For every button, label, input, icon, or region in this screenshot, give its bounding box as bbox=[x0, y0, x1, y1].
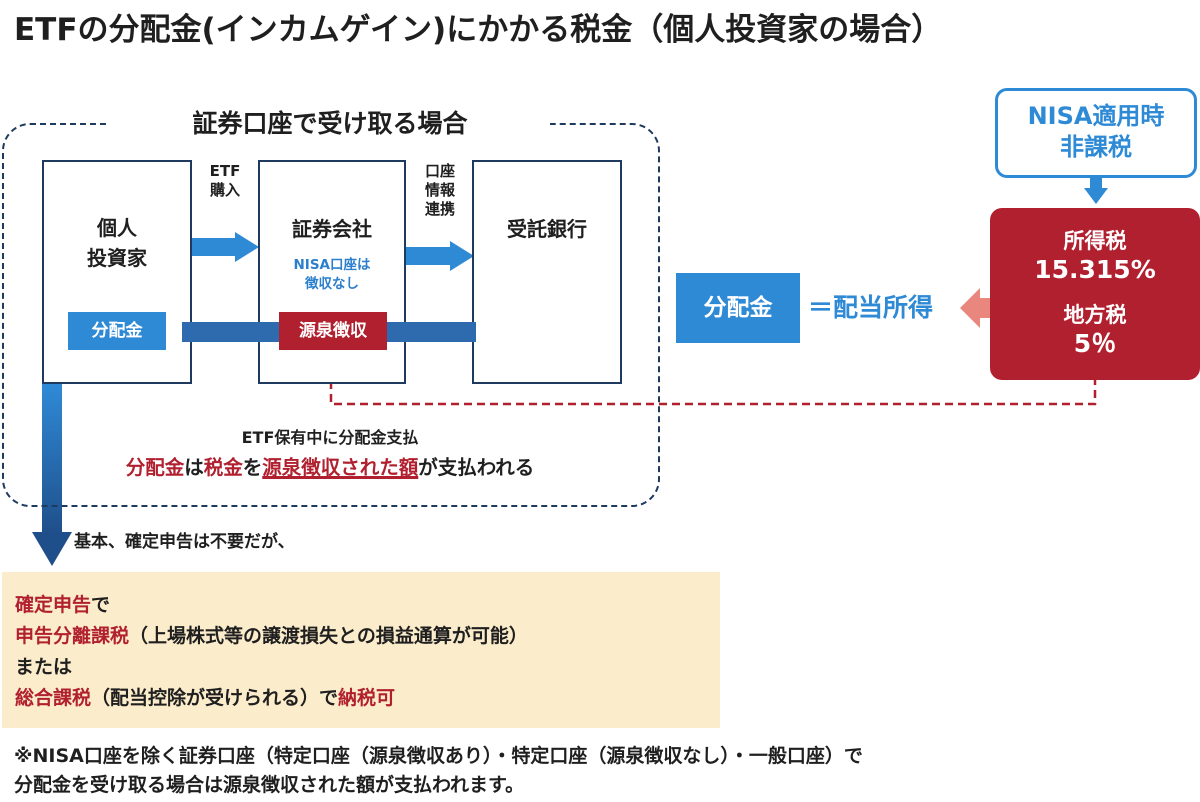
filing-term-comprehensive-taxation: 総合課税 bbox=[15, 687, 92, 709]
filing-term-tax-return: 確定申告 bbox=[15, 594, 92, 616]
payment-note: ETF保有中に分配金支払 bbox=[241, 428, 419, 447]
nisa-tax-exempt-box: NISA適用時 非課税 bbox=[995, 88, 1197, 178]
filing-line-1-rest: で bbox=[91, 594, 111, 616]
payment-statement: 分配金は税金を源泉徴収された額が支払われる bbox=[0, 451, 660, 480]
footnote: ※NISA口座を除く証券口座（特定口座（源泉徴収あり）・特定口座（源泉徴収なし）… bbox=[14, 742, 863, 800]
bank-label: 受託銀行 bbox=[507, 217, 587, 241]
payment-part-wo: を bbox=[242, 456, 263, 479]
nisa-arrow bbox=[1084, 178, 1108, 204]
etf-purchase-arrow bbox=[191, 232, 259, 262]
account-info-arrow bbox=[406, 241, 474, 271]
local-tax-rate: 5％ bbox=[1073, 329, 1117, 358]
dividend-result-chip: 分配金 bbox=[676, 273, 800, 343]
footnote-line-1: ※NISA口座を除く証券口座（特定口座（源泉徴収あり）・特定口座（源泉徴収なし）… bbox=[14, 745, 863, 767]
tax-rate-box: 所得税 15.315% 地方税 5％ bbox=[990, 208, 1200, 380]
payment-part-tax: 税金 bbox=[203, 456, 243, 479]
bank-node: 受託銀行 bbox=[472, 160, 622, 384]
dividend-income-label: ＝配当所得 bbox=[808, 293, 934, 322]
nisa-no-withholding-note: NISA口座は 徴収なし bbox=[293, 257, 371, 292]
footnote-line-2: 分配金を受け取る場合は源泉徴収された額が支払われます。 bbox=[14, 774, 525, 796]
filing-line-3: または bbox=[15, 656, 73, 678]
filing-term-separate-taxation: 申告分離課税 bbox=[15, 625, 130, 647]
broker-label: 証券会社 bbox=[292, 217, 372, 241]
tax-to-income-arrow bbox=[960, 288, 992, 328]
filing-line-4: 総合課税（配当控除が受けられる）で納税可 bbox=[15, 683, 720, 714]
filing-line-4-mid: （配当控除が受けられる）で bbox=[91, 687, 339, 709]
nisa-tax-exempt-label: NISA適用時 非課税 bbox=[1027, 102, 1165, 161]
payment-part-dividend: 分配金 bbox=[125, 456, 185, 479]
tax-filing-box: 確定申告で 申告分離課税（上場株式等の譲渡損失との損益通算が可能） または 総合… bbox=[2, 572, 720, 728]
payment-part-withheld-amount: 源泉徴収された額 bbox=[262, 456, 419, 479]
dividend-chip: 分配金 bbox=[68, 312, 166, 350]
income-tax-rate: 15.315% bbox=[1034, 255, 1156, 284]
filing-line-2-rest: （上場株式等の譲渡損失との損益通算が可能） bbox=[129, 625, 528, 647]
account-info-label: 口座 情報 連携 bbox=[424, 162, 455, 218]
frame-title: 証券口座で受け取る場合 bbox=[110, 104, 550, 144]
etf-purchase-label: ETF 購入 bbox=[209, 162, 241, 199]
filing-line-2: 申告分離課税（上場株式等の譲渡損失との損益通算が可能） bbox=[15, 621, 720, 652]
page-title: ETFの分配金(インカムゲイン)にかかる税金（個人投資家の場合） bbox=[14, 12, 943, 48]
investor-node: 個人 投資家 bbox=[42, 160, 192, 384]
income-tax-label: 所得税 bbox=[1063, 229, 1127, 253]
payment-part-ha: は bbox=[184, 456, 204, 479]
filing-line-1: 確定申告で bbox=[15, 590, 720, 621]
payment-part-paid: が支払われる bbox=[418, 456, 535, 479]
broker-node: 証券会社 NISA口座は 徴収なし bbox=[258, 160, 406, 384]
withholding-chip: 源泉徴収 bbox=[279, 312, 387, 350]
down-arrow bbox=[32, 384, 72, 566]
investor-label: 個人 投資家 bbox=[87, 216, 147, 270]
filing-not-required-note: 基本、確定申告は不要だが、 bbox=[74, 532, 295, 552]
filing-term-payable: 納税可 bbox=[338, 687, 396, 709]
local-tax-label: 地方税 bbox=[1063, 303, 1127, 327]
